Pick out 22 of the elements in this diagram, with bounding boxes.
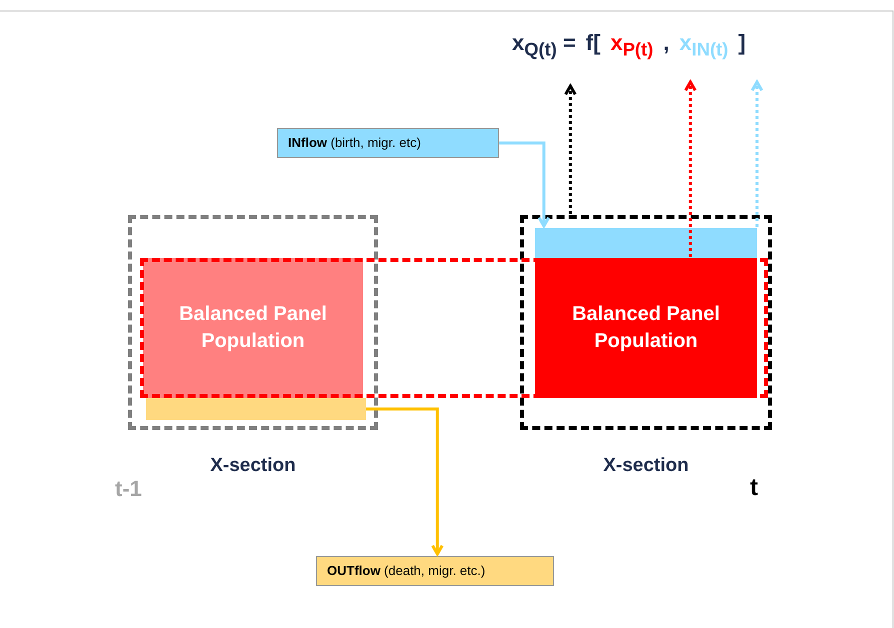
population-block: Balanced Panel Population <box>535 258 757 398</box>
panel-frame <box>140 258 768 398</box>
arrow <box>564 84 577 214</box>
formula-term: ] <box>738 30 746 56</box>
formula-term: x$_{IN(t)}$ <box>679 30 728 60</box>
formula-term: x$_{P(t)}$ <box>610 30 654 60</box>
outflow-strip <box>146 398 366 420</box>
population-block: Balanced Panel Population <box>143 258 363 398</box>
arrow <box>750 80 764 227</box>
inflow-strip <box>535 228 757 258</box>
formula-term: f[ <box>586 30 600 56</box>
arrow <box>366 408 444 556</box>
section-caption: X-section <box>209 455 297 477</box>
formula-term: , <box>663 30 670 56</box>
arrow <box>499 142 550 228</box>
time-label: t-1 <box>115 476 142 502</box>
time-label: t <box>750 474 758 502</box>
section-caption: X-section <box>602 455 690 477</box>
outflow-box: OUTflow (death, migr. etc.) <box>316 556 554 586</box>
arrow <box>684 80 697 257</box>
formula-term: x$_{Q(t)}$ = <box>512 30 576 60</box>
inflow-box: INflow (birth, migr. etc) <box>277 128 499 158</box>
